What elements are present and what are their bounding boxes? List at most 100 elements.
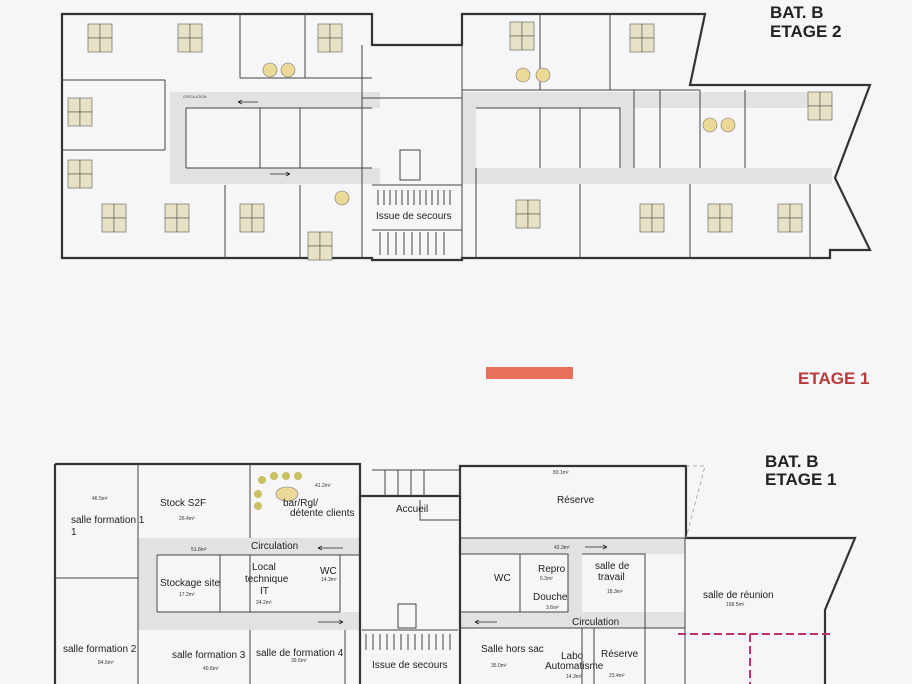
stairs [362, 629, 458, 650]
room-label: salle formation 1 [71, 515, 145, 526]
desk [317, 23, 331, 39]
desk [515, 199, 529, 215]
desk [707, 203, 721, 219]
room-label: 1 [71, 527, 77, 538]
corridor [460, 612, 685, 628]
room-area: 41.2m² [315, 483, 331, 489]
outer-wall [60, 12, 872, 262]
round-table [702, 117, 718, 133]
round-table [334, 190, 350, 206]
desk [79, 97, 93, 113]
desk [777, 203, 791, 219]
floor-title: ETAGE 2 [770, 22, 841, 41]
desk [639, 203, 653, 219]
dashed-partition [678, 633, 830, 684]
room-label: WC [320, 566, 337, 577]
room-label: Issue de secours [372, 660, 448, 671]
entrance-doors [372, 469, 461, 496]
room-area: 39.6m² [291, 658, 307, 664]
room-area: 3.6m² [546, 605, 559, 611]
desk [239, 203, 253, 219]
core-walls [358, 496, 462, 684]
room-label: Local [252, 562, 276, 573]
building-title: BAT. B [765, 452, 819, 471]
desk [113, 217, 127, 233]
room-label: Réserve [601, 649, 639, 660]
room-label: Stock S2F [160, 498, 206, 509]
corridor [138, 538, 156, 630]
desk [101, 203, 115, 219]
desk [67, 97, 81, 113]
desk [527, 213, 541, 229]
room-label: travail [598, 572, 625, 583]
desk [189, 23, 203, 39]
desk [113, 203, 127, 219]
floor-title: ETAGE 1 [765, 470, 836, 489]
corridor [462, 92, 832, 108]
desk [177, 23, 191, 39]
room-label: Labo [561, 651, 584, 662]
corridor [138, 538, 360, 555]
room-label: salle de [595, 561, 630, 572]
room-label: technique [245, 574, 289, 585]
room-label: bar/Rgl/ [283, 498, 318, 509]
desk [164, 203, 178, 219]
room-label: salle formation 2 [63, 644, 137, 655]
desk [651, 203, 665, 219]
desk [307, 245, 321, 261]
room-area: 84.6m² [98, 660, 114, 666]
desk [251, 217, 265, 233]
dashed-outline [685, 465, 706, 539]
room-area: 168.5m² [726, 602, 745, 608]
plan-etage-1: 46.5m² salle formation 1 1 Stock S2F 26.… [53, 452, 857, 684]
room-area: 23.4m² [609, 673, 625, 679]
desk [629, 37, 643, 53]
lounge-furniture [254, 472, 302, 510]
room-area: 17.2m² [179, 592, 195, 598]
room-label: salle formation 3 [172, 650, 246, 661]
desk-clusters [67, 21, 833, 261]
room-area: 35.0m² [491, 663, 507, 669]
desk [629, 23, 643, 39]
room-label: Circulation [251, 541, 298, 552]
room-label: Stockage site [160, 578, 220, 589]
etage-1-heading: ETAGE 1 [798, 369, 869, 388]
desk [521, 21, 535, 37]
room-label: salle de réunion [703, 590, 774, 601]
corridor [138, 612, 360, 630]
desk [176, 203, 190, 219]
room-area: 46.5m² [92, 496, 108, 502]
corridor [170, 168, 380, 184]
room-area: 6.3m² [540, 576, 553, 582]
desk [527, 199, 541, 215]
room-label: Circulation [572, 617, 619, 628]
room-label: salle de formation 4 [256, 648, 344, 659]
desk [164, 217, 178, 233]
stairs [375, 184, 458, 255]
desk [819, 105, 833, 121]
divider-bar [486, 367, 573, 379]
desk [521, 35, 535, 51]
desk [101, 217, 115, 233]
room-label: Accueil [396, 504, 428, 515]
room-label: Automatisme [545, 661, 604, 672]
arrow-left-icon [474, 619, 497, 625]
desk [719, 217, 733, 233]
plan-etage-2: CIRCULATION Issue de secours BAT. B ETAG… [60, 3, 872, 262]
desk [189, 37, 203, 53]
desk [67, 111, 81, 127]
round-table [515, 67, 531, 83]
corridor [462, 108, 476, 168]
desk [239, 217, 253, 233]
room-area: 83.1m² [553, 470, 569, 476]
desk [789, 217, 803, 233]
desk [329, 23, 343, 39]
interior-walls [62, 14, 811, 258]
desk [707, 217, 721, 233]
room-area: 26.4m² [179, 516, 195, 522]
room-area: 14.3m² [321, 577, 337, 583]
arrow-right-icon [270, 171, 291, 177]
corridor [568, 554, 582, 612]
arrow-right-icon [585, 544, 608, 550]
